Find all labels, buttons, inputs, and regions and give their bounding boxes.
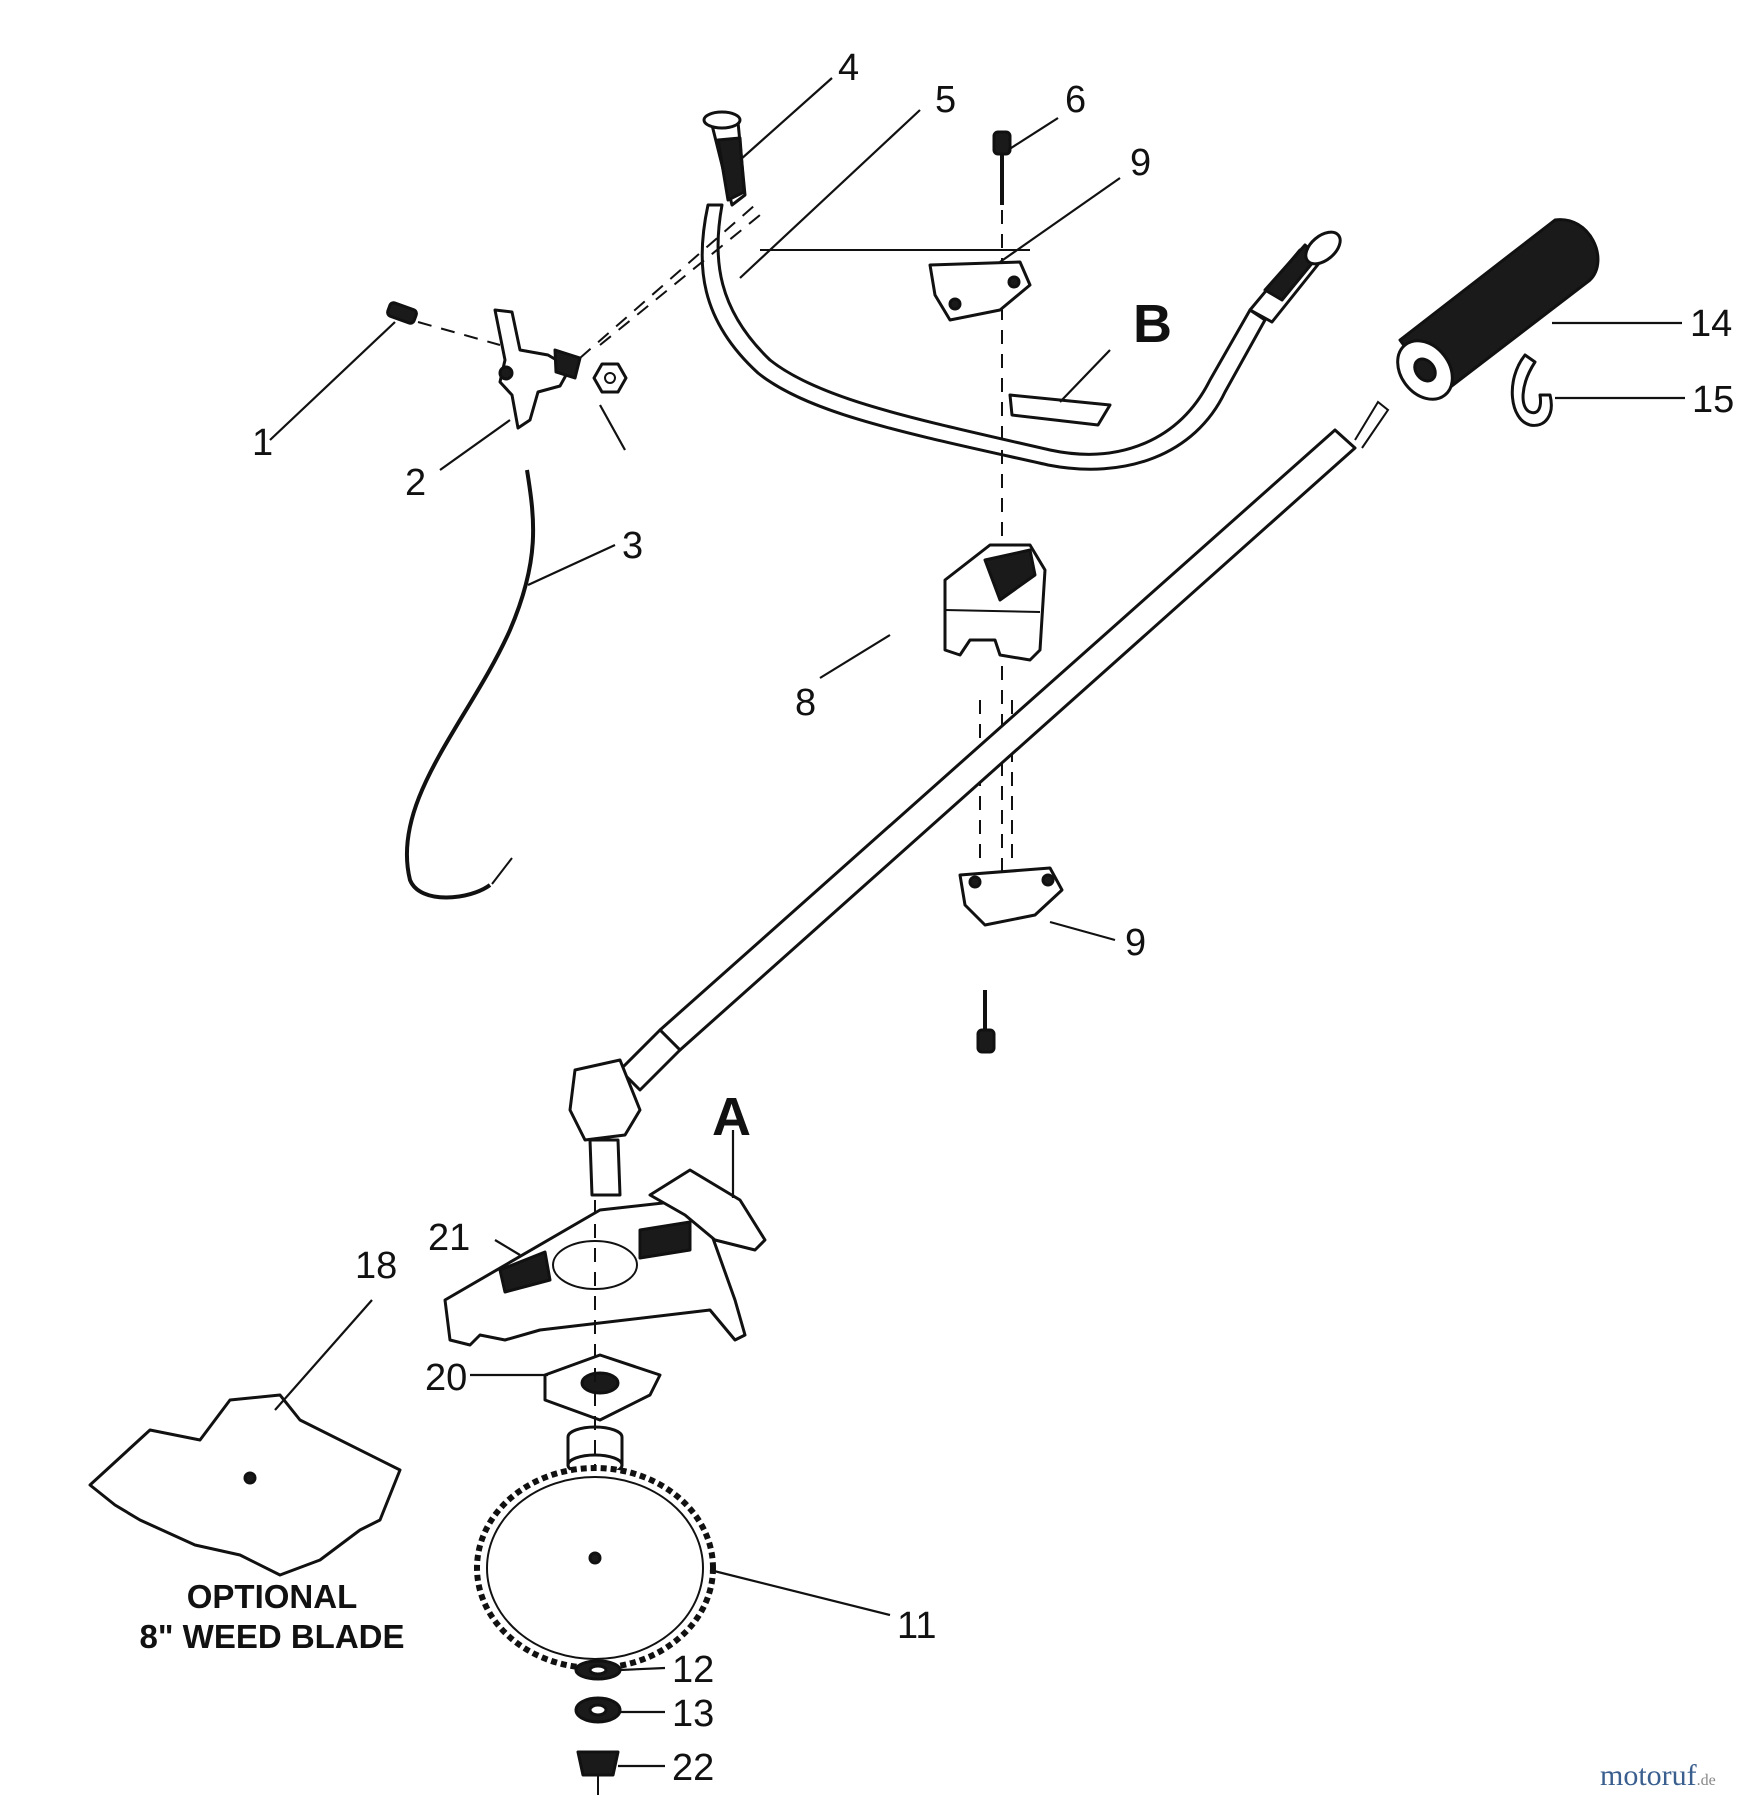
callout-22: 22 (672, 1747, 714, 1789)
watermark-main: motoruf (1600, 1759, 1697, 1792)
part-handle-bar-5 (700, 110, 1342, 471)
callout-numbers: 1 2 3 4 5 6 9 8 9 14 15 18 21 20 11 12 1… (252, 47, 1734, 1789)
part-weed-blade-18 (88, 1393, 402, 1577)
part-handle-clamp-8 (943, 543, 1047, 662)
callout-1: 1 (252, 422, 273, 464)
part-washer-12 (574, 1659, 622, 1681)
callout-3: 3 (622, 525, 643, 567)
callout-5: 5 (935, 79, 956, 121)
callout-18: 18 (355, 1245, 397, 1287)
callout-12: 12 (672, 1649, 714, 1691)
part-clamp-9-upper (928, 260, 1032, 322)
part-washer-13 (574, 1696, 622, 1724)
callout-9-upper: 9 (1130, 142, 1151, 184)
part-nut (592, 362, 628, 394)
optional-note-line2: 8" WEED BLADE (140, 1618, 405, 1655)
callout-11: 11 (897, 1605, 936, 1647)
callout-9-lower: 9 (1125, 922, 1146, 964)
callout-20: 20 (425, 1357, 467, 1399)
part-screw-1 (386, 301, 501, 346)
part-throttle-trigger-2 (493, 308, 582, 430)
leader-lines (269, 77, 1685, 1768)
reference-letter-a: A (712, 1087, 751, 1147)
callout-21: 21 (428, 1217, 470, 1259)
callout-14: 14 (1690, 303, 1732, 345)
part-clamp-ring-15 (1510, 353, 1553, 427)
part-drive-shaft (568, 400, 1390, 1197)
part-clamp-9-lower (958, 866, 1064, 927)
part-throttle-cable-3 (404, 469, 536, 900)
part-grip-14 (1396, 218, 1600, 401)
watermark-suffix: .de (1697, 1772, 1716, 1789)
callout-4: 4 (838, 47, 859, 89)
callout-15: 15 (1692, 379, 1734, 421)
part-nut-22 (576, 1750, 620, 1795)
part-saw-blade-11 (474, 1465, 716, 1671)
watermark: motoruf.de (1600, 1759, 1716, 1792)
reference-letter-b: B (1133, 294, 1172, 354)
callout-2: 2 (405, 462, 426, 504)
callout-6: 6 (1065, 79, 1086, 121)
callout-13: 13 (672, 1693, 714, 1735)
callout-8: 8 (795, 682, 816, 724)
part-plate-20 (543, 1353, 662, 1422)
optional-note-line1: OPTIONAL (187, 1578, 358, 1615)
part-screw-6 (992, 130, 1012, 900)
